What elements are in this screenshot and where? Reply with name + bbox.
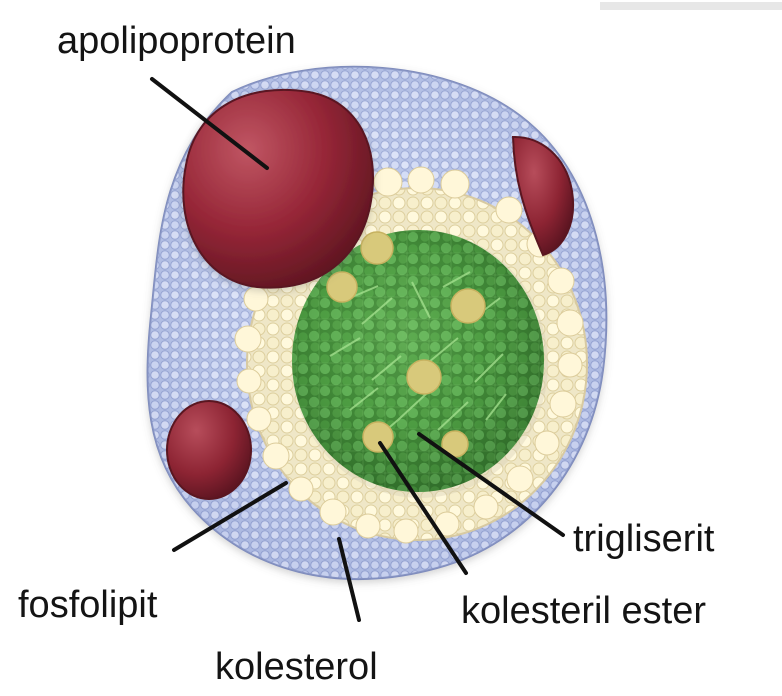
apolipoprotein-large: [183, 90, 373, 288]
kolesterol-label: kolesterol: [215, 646, 378, 688]
top-edge-strip: [600, 2, 782, 10]
kolesteril-ester-label: kolesteril ester: [461, 590, 706, 632]
apolipoprotein-label: apolipoprotein: [57, 20, 296, 62]
lipoprotein-particle: [148, 67, 607, 579]
fosfolipit-label: fosfolipit: [18, 584, 158, 626]
trigliserit-label: trigliserit: [573, 518, 715, 560]
apolipoprotein-small: [167, 401, 251, 499]
